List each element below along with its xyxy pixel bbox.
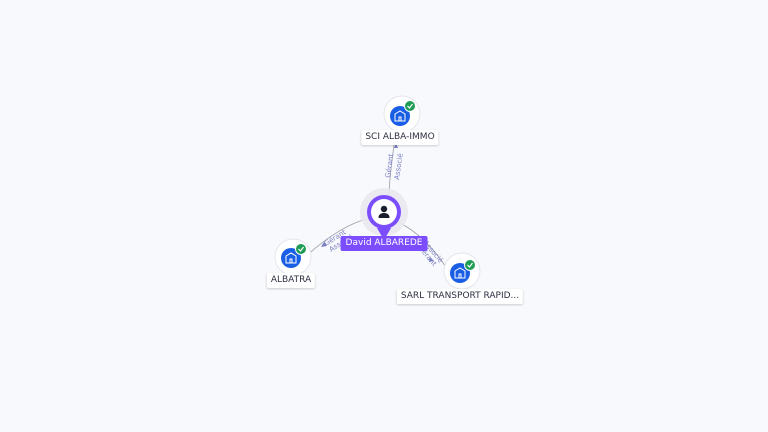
person-icon: [378, 205, 390, 218]
edge-arrow-sarl: [429, 257, 434, 262]
person-label[interactable]: David ALBAREDE: [340, 236, 428, 251]
edge-arrow-sci: [394, 143, 398, 148]
verified-check-icon: [295, 243, 307, 255]
building-icon: [285, 252, 297, 264]
verified-check-icon: [404, 100, 416, 112]
company-node-albatra[interactable]: [274, 238, 312, 276]
person-node[interactable]: [360, 188, 408, 240]
edge-label-sci-1: Gérant: [384, 153, 395, 178]
company-label-sarl[interactable]: SARL TRANSPORT RAPID...: [396, 289, 524, 304]
edge-arrow-albatra: [321, 242, 327, 247]
edge-label-sci-2: Associé: [393, 153, 405, 180]
company-label-sci[interactable]: SCI ALBA-IMMO: [361, 130, 439, 145]
building-icon: [454, 267, 466, 279]
building-icon: [394, 110, 406, 122]
company-label-albatra[interactable]: ALBATRA: [266, 273, 316, 288]
company-node-sci[interactable]: [383, 95, 421, 133]
company-node-sarl[interactable]: [443, 252, 481, 290]
verified-check-icon: [464, 259, 476, 271]
